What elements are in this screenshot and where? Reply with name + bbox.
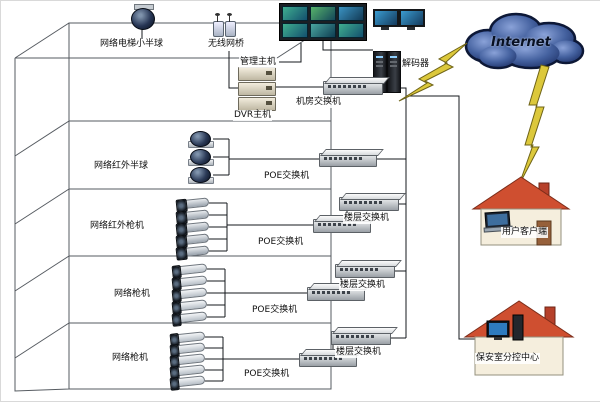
dome-camera-icon <box>187 167 214 184</box>
internet-cloud-icon <box>464 12 585 70</box>
floor-switch-icon <box>335 264 395 278</box>
dome-camera-icon <box>187 149 214 166</box>
floor4-poe-label: POE交换机 <box>243 369 291 380</box>
management-host-label: 管理主机 <box>239 57 278 68</box>
elevator-dome-camera-icon <box>129 4 157 30</box>
floor1-poe-label: POE交换机 <box>263 171 311 182</box>
floor3-poe-label: POE交换机 <box>251 305 299 316</box>
connection-lines <box>141 29 475 382</box>
dvr-host-label: DVR主机 <box>233 110 273 121</box>
floor4-camera-label: 网络枪机 <box>111 353 150 364</box>
floor-switch-icon <box>331 331 391 345</box>
decoder-label: 解码器 <box>401 59 431 70</box>
floor4-switch-label: 楼层交换机 <box>335 347 383 358</box>
room-switch-icon <box>323 81 383 95</box>
wireless-bridge-label: 无线网桥 <box>207 39 246 50</box>
decoder-tower-icon <box>387 51 401 93</box>
internet-label: Internet <box>491 35 551 50</box>
monitor-icon <box>373 9 399 30</box>
dome-camera-icon <box>187 131 214 148</box>
floor3-camera-label: 网络枪机 <box>113 289 152 300</box>
management-host-icon <box>238 67 276 111</box>
floor1-camera-label: 网络红外半球 <box>93 161 150 172</box>
security-house <box>463 300 575 376</box>
wireless-bridge-icon <box>213 13 224 37</box>
floor2-poe-label: POE交换机 <box>257 237 305 248</box>
lightning-bolt-building <box>398 42 468 102</box>
security-center-label: 保安室分控中心 <box>475 353 541 364</box>
monitor-icon <box>399 9 425 30</box>
user-client-label: 用户客户端 <box>501 227 549 238</box>
floor-switch-icon <box>339 197 399 211</box>
room-switch-label: 机房交换机 <box>295 97 343 108</box>
poe-switch-icon <box>319 153 377 167</box>
wireless-bridge-icon <box>225 13 236 37</box>
lightning-bolt-user <box>518 64 550 186</box>
floor2-camera-label: 网络红外枪机 <box>89 221 146 232</box>
elevator-camera-label: 网络电梯小半球 <box>99 39 165 50</box>
floor2-switch-label: 楼层交换机 <box>343 213 391 224</box>
floor3-switch-label: 楼层交换机 <box>339 280 387 291</box>
video-wall <box>279 3 367 41</box>
desktop-computer-icon <box>486 314 524 341</box>
